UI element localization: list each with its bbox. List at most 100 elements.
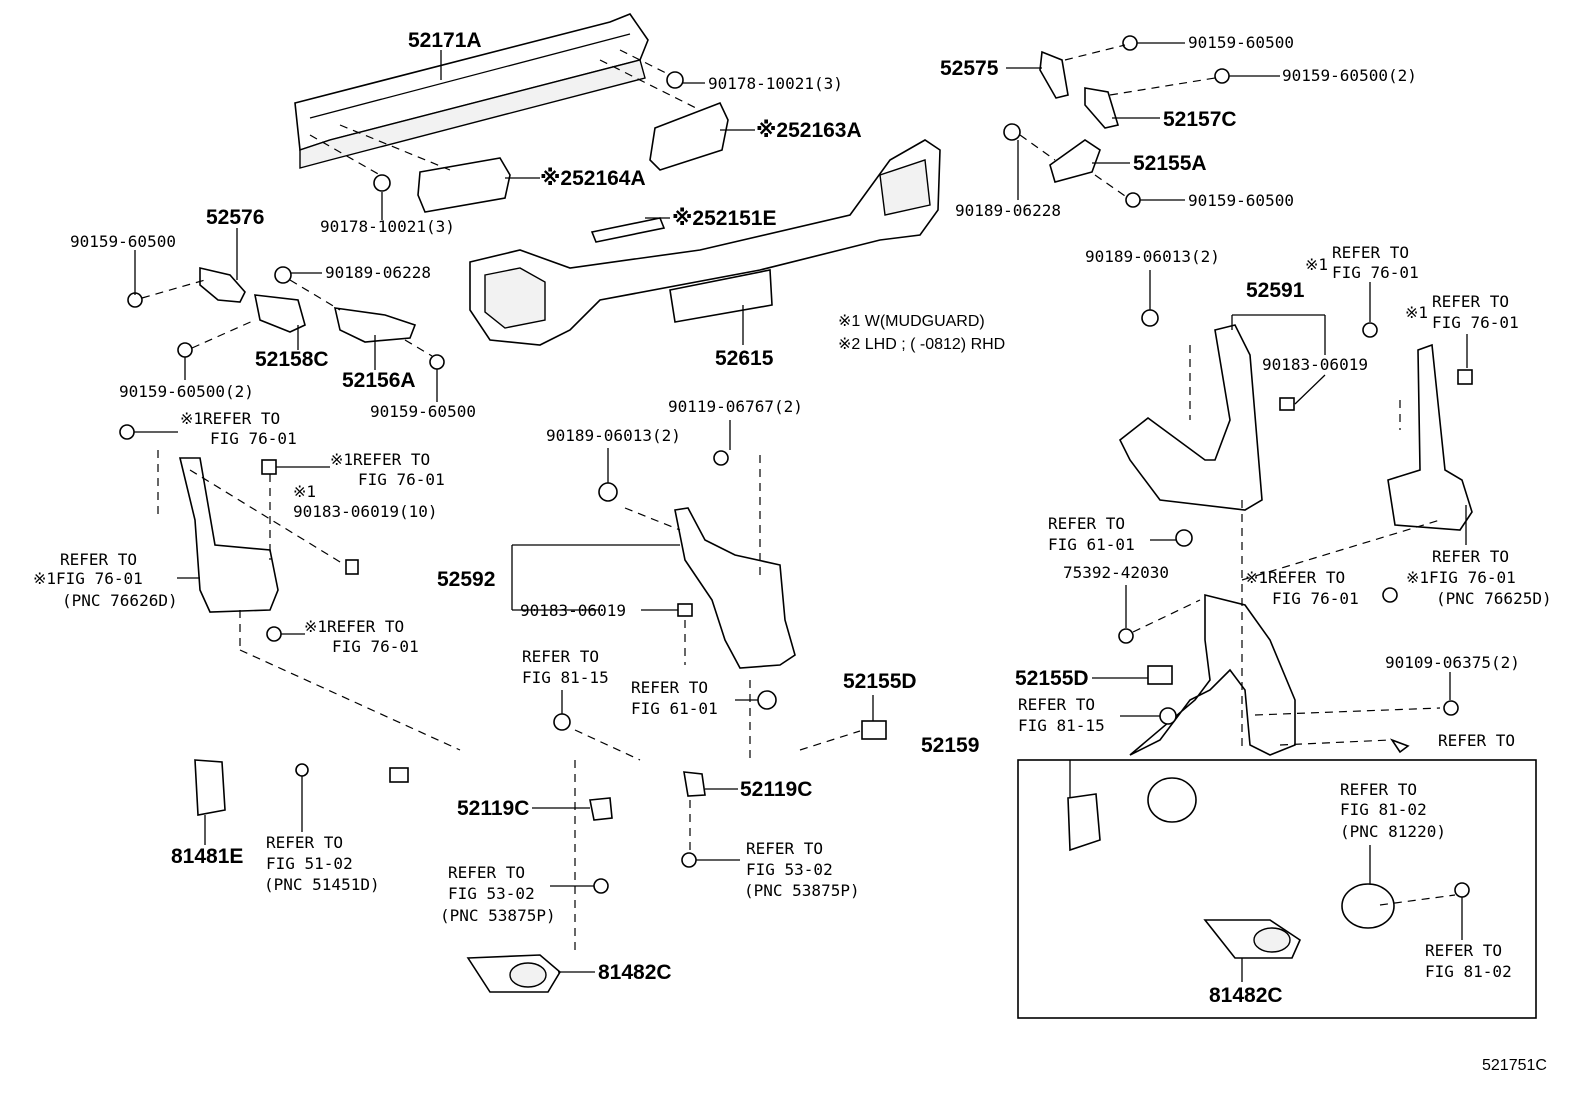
bolt-90159-60500-2-r[interactable] xyxy=(1214,68,1230,84)
clip-90183-06019-10[interactable] xyxy=(345,559,359,575)
label-52164A: ※252164A xyxy=(540,167,646,190)
bolt-90159-60500-left[interactable] xyxy=(127,292,143,308)
bolt-90109-06375-2[interactable] xyxy=(1443,700,1459,716)
leader-lines xyxy=(134,42,1468,982)
bezel-81482C-right[interactable] xyxy=(1203,919,1302,959)
bracket-52575[interactable] xyxy=(1039,50,1069,99)
label-52119C-left: 52119C xyxy=(457,797,529,820)
label-52151E: ※252151E xyxy=(672,207,777,230)
screw-r1[interactable] xyxy=(1362,322,1378,338)
screw-75392-42030[interactable] xyxy=(1118,628,1134,644)
mudguard-right-52591[interactable] xyxy=(1118,324,1263,511)
screw-53-02-right[interactable] xyxy=(681,852,697,868)
mudguard-left-76626D[interactable] xyxy=(178,457,279,613)
label-ref-r6a: REFER TO xyxy=(1018,695,1095,714)
screw-51-02[interactable] xyxy=(295,763,309,790)
label-ref-c2b: FIG 61-01 xyxy=(631,699,718,718)
bezel-81482C-center[interactable] xyxy=(466,954,562,993)
screw-53-02-left[interactable] xyxy=(593,878,609,894)
clip-81-15-right[interactable] xyxy=(1159,707,1177,725)
reinforcement-bar-52171A[interactable] xyxy=(294,13,649,169)
label-81481E: 81481E xyxy=(171,845,243,868)
label-ref-c4c: (PNC 53875P) xyxy=(744,881,860,900)
label-ref-l4a: REFER TO xyxy=(60,550,137,569)
label-ref-l4c: (PNC 76626D) xyxy=(62,591,178,610)
retainer-52155D-right[interactable] xyxy=(1147,665,1173,685)
label-ref-r2b: FIG 76-01 xyxy=(1432,313,1519,332)
bracket-52157C[interactable] xyxy=(1084,87,1120,129)
clip-81-15-center[interactable] xyxy=(553,713,571,731)
label-ref-c2a: REFER TO xyxy=(631,678,708,697)
label-90159-60500-2-r: 90159-60500(2) xyxy=(1282,66,1417,85)
bracket-52155A[interactable] xyxy=(1049,139,1101,183)
label-ref-r5c: (PNC 76625D) xyxy=(1436,589,1552,608)
bolt-90159-60500-left2[interactable] xyxy=(429,354,445,370)
bolt-90159-60500-r1[interactable] xyxy=(1122,35,1138,51)
clip-61-01-right[interactable] xyxy=(1175,529,1193,547)
clip-90189-06013-2-c[interactable] xyxy=(598,482,618,502)
screw-left-lower[interactable] xyxy=(266,626,282,642)
label-ref-c5b: FIG 51-02 xyxy=(266,854,353,873)
bracket-52156A[interactable] xyxy=(333,307,417,343)
label-52155D-right: 52155D xyxy=(1015,667,1089,690)
label-ref-r7a: REFER TO xyxy=(1438,731,1515,750)
label-52592: 52592 xyxy=(437,568,495,591)
rod-52151E[interactable] xyxy=(590,217,666,243)
label-75392-42030: 75392-42030 xyxy=(1063,563,1169,582)
clip-90189-06228-left[interactable] xyxy=(274,266,292,284)
label-52163A: ※252163A xyxy=(756,119,862,142)
mudguard-center-52592[interactable] xyxy=(674,507,796,669)
label-52159: 52159 xyxy=(921,734,979,757)
bolt-90119-06767-2[interactable] xyxy=(713,450,729,466)
energy-absorber-52615[interactable] xyxy=(469,139,941,346)
label-90159-60500-r2: 90159-60500 xyxy=(1188,191,1294,210)
clip-left-upper[interactable] xyxy=(261,459,277,475)
label-ref-l1b: FIG 76-01 xyxy=(210,429,297,448)
fog-lamp-81220[interactable] xyxy=(1341,883,1395,929)
label-ref-c3a: REFER TO xyxy=(448,863,525,882)
bolt-90159-60500-2-left[interactable] xyxy=(177,342,193,358)
label-ref-r3b: FIG 61-01 xyxy=(1048,535,1135,554)
retainer-52155D-center[interactable] xyxy=(861,720,887,740)
bolt-90159-60500-r2[interactable] xyxy=(1125,192,1141,208)
clip-61-01-center[interactable] xyxy=(757,690,777,710)
label-52615: 52615 xyxy=(715,347,774,370)
diagram-id: 521751C xyxy=(1482,1057,1547,1074)
screw-81-02-inset[interactable] xyxy=(1454,882,1470,898)
label-ref-r8b: FIG 81-02 xyxy=(1340,800,1427,819)
clip-90183-06019-r[interactable] xyxy=(1279,397,1295,411)
bumper-cover-right[interactable] xyxy=(1129,593,1296,756)
bracket-52164A[interactable] xyxy=(417,157,511,213)
label-ref-l1a: ※1REFER TO xyxy=(180,409,280,428)
lamp-bracket-inset[interactable] xyxy=(1067,793,1101,852)
clip-r2[interactable] xyxy=(1457,369,1473,385)
bracket-52119C-left[interactable] xyxy=(589,797,613,821)
bracket-52576[interactable] xyxy=(199,266,246,303)
label-52171A: 52171A xyxy=(408,29,482,52)
clip-90189-06013-2-r[interactable] xyxy=(1141,309,1159,327)
label-ref-r1a: REFER TO xyxy=(1332,243,1409,262)
clip-refer-right-far[interactable] xyxy=(1389,738,1410,754)
lamp-bracket-81481E[interactable] xyxy=(194,759,226,816)
screw-left-upper[interactable] xyxy=(119,424,135,440)
label-ref-l2a: ※1REFER TO xyxy=(330,450,430,469)
label-90183-06019-c: 90183-06019 xyxy=(520,601,626,620)
screw-r4[interactable] xyxy=(1382,587,1398,603)
nut-90178-10021-a[interactable] xyxy=(666,71,684,89)
label-90189-06013-2-r: 90189-06013(2) xyxy=(1085,247,1220,266)
label-ref-r2a: REFER TO xyxy=(1432,292,1509,311)
label-ref-c1a: REFER TO xyxy=(522,647,599,666)
clip-small-center-left[interactable] xyxy=(389,767,409,783)
label-90183-06019-10: 90183-06019(10) xyxy=(293,502,438,521)
label-52119C-right: 52119C xyxy=(740,778,812,801)
lamp-inset[interactable] xyxy=(1147,777,1197,823)
label-ref-c5a: REFER TO xyxy=(266,833,343,852)
nut-90178-10021-b[interactable] xyxy=(373,174,391,192)
label-52591: 52591 xyxy=(1246,279,1305,302)
clip-90183-06019-c[interactable] xyxy=(677,603,693,617)
bracket-52163A[interactable] xyxy=(649,101,729,171)
clip-90189-06228-right[interactable] xyxy=(1003,123,1021,141)
label-52158C: 52158C xyxy=(255,348,329,371)
bracket-52119C-right[interactable] xyxy=(683,771,706,797)
label-90159-60500-left2: 90159-60500 xyxy=(370,402,476,421)
